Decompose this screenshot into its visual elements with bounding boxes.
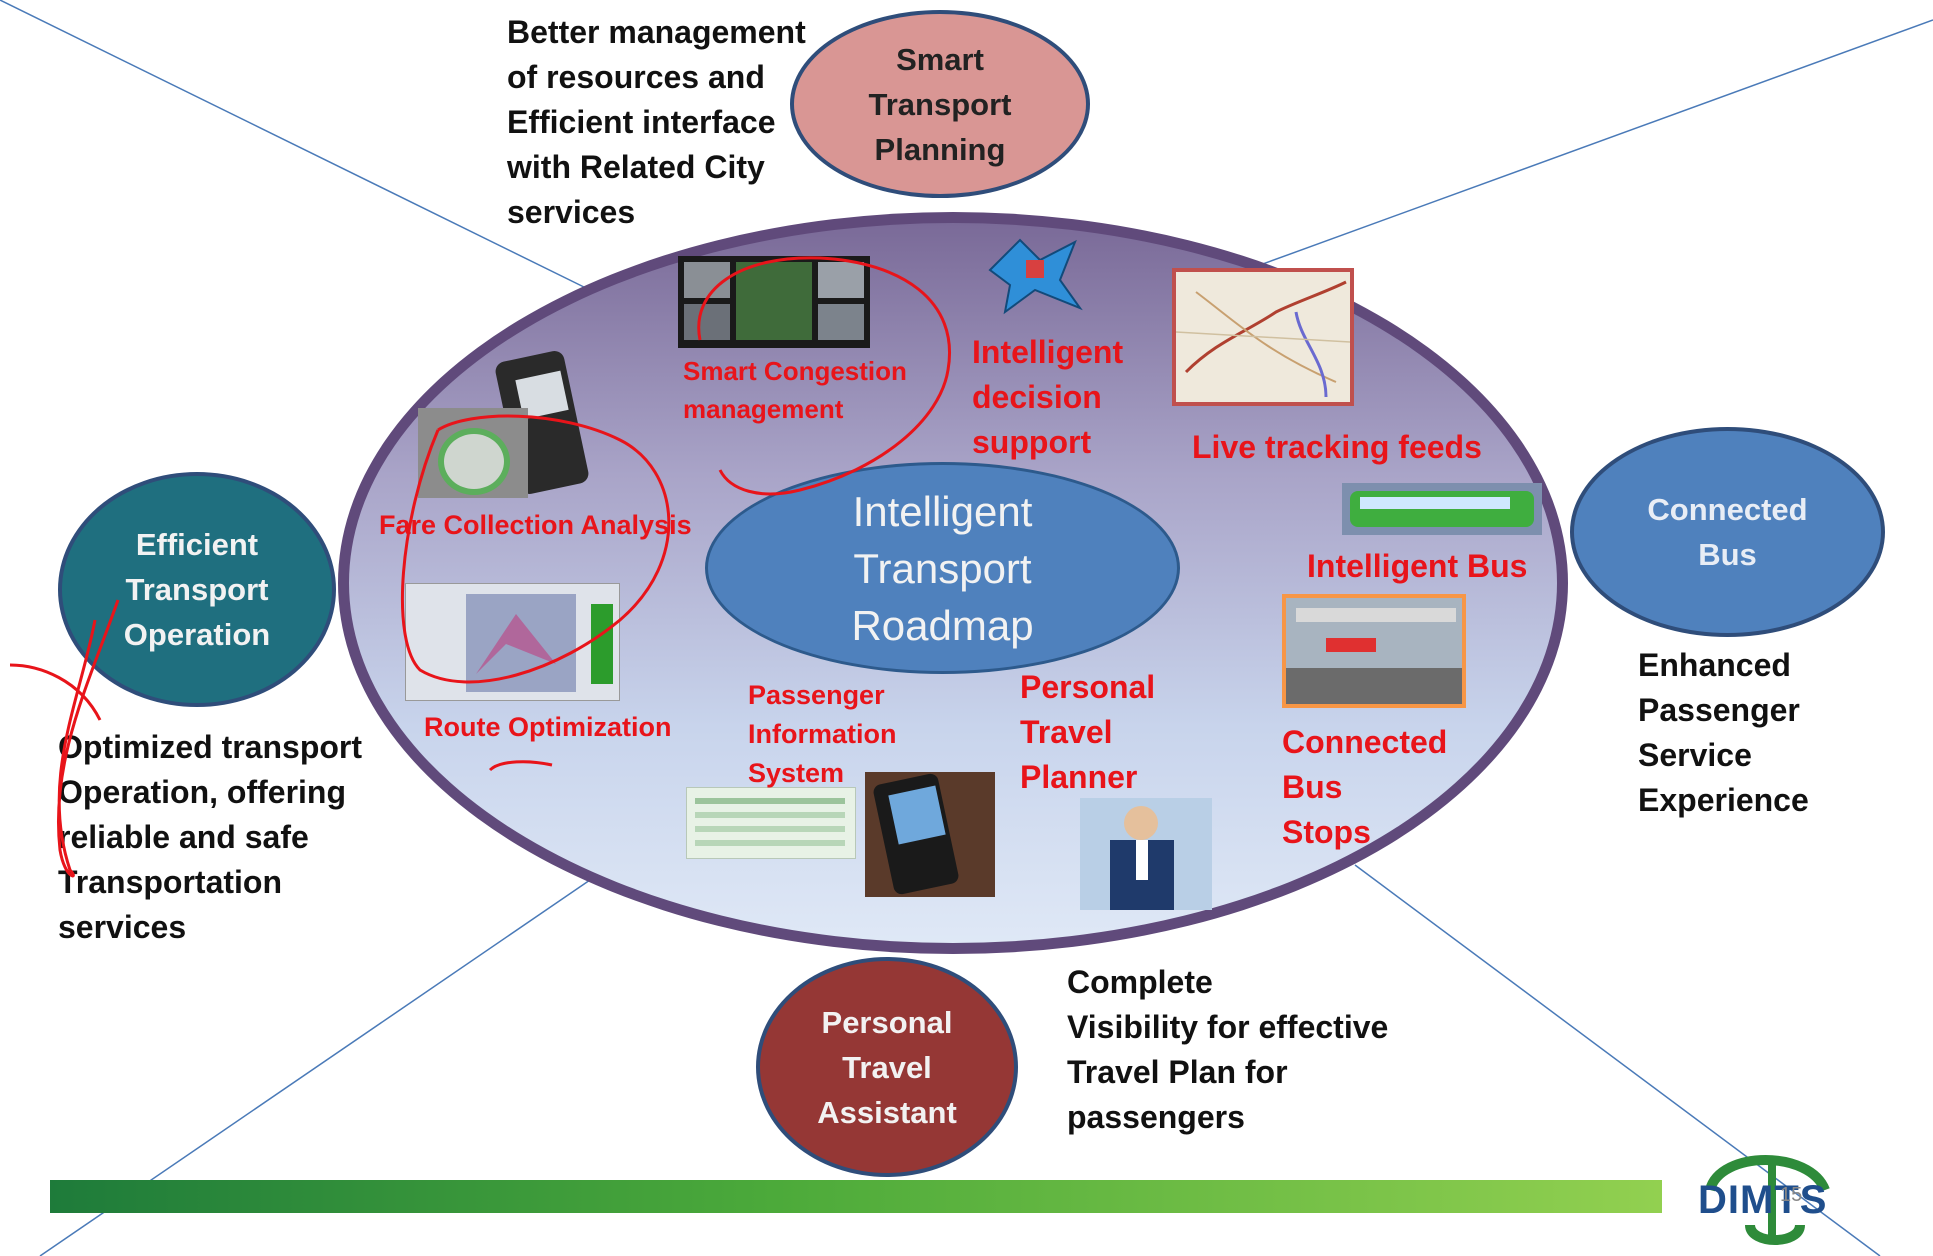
efficient-transport-operation-label: Efficient Transport Operation bbox=[123, 527, 271, 652]
connected-bus-desc: Enhanced Passenger Service Experience bbox=[1638, 647, 1809, 818]
businessman-image bbox=[1080, 798, 1212, 910]
intelligent-bus-image bbox=[1342, 483, 1542, 535]
smart-transport-planning-label: Smart Transport Planning bbox=[868, 41, 1012, 167]
dimts-logo-text: DIMTS bbox=[1698, 1178, 1828, 1222]
personal-travel-assistant-node: Personal Travel Assistant bbox=[756, 957, 1018, 1177]
smart-transport-planning-desc: Better management of resources and Effic… bbox=[507, 14, 806, 230]
connected-bus-label: Connected Bus bbox=[1647, 492, 1808, 572]
personal-travel-planner-label: Personal Travel Planner bbox=[1020, 669, 1156, 795]
personal-travel-assistant-desc: Complete Visibility for effective Travel… bbox=[1067, 964, 1389, 1135]
fare-collection-label: Fare Collection Analysis bbox=[379, 510, 692, 540]
decision-support-icon bbox=[980, 230, 1088, 318]
control-room-image bbox=[678, 256, 870, 348]
passenger-info-label: Passenger Information System bbox=[748, 680, 897, 788]
smart-card-reader-image bbox=[418, 408, 528, 498]
center-label: Intelligent Transport Roadmap bbox=[851, 487, 1034, 649]
route-optimization-label: Route Optimization bbox=[424, 712, 672, 742]
intelligent-bus-label: Intelligent Bus bbox=[1307, 548, 1528, 584]
page-number: 15 bbox=[1780, 1184, 1803, 1206]
passenger-info-screen-image bbox=[686, 787, 856, 859]
route-optimization-image bbox=[405, 583, 620, 701]
live-tracking-label: Live tracking feeds bbox=[1192, 429, 1482, 465]
mobile-phone-image bbox=[865, 772, 995, 897]
efficient-transport-operation-node: Efficient Transport Operation bbox=[58, 472, 336, 707]
smart-congestion-label: Smart Congestion management bbox=[683, 356, 907, 424]
intelligent-decision-label: Intelligent decision support bbox=[972, 334, 1124, 460]
connected-bus-node: Connected Bus bbox=[1570, 427, 1885, 637]
dimts-logo: DIMTS bbox=[1690, 1140, 1850, 1250]
center-node: Intelligent Transport Roadmap bbox=[705, 462, 1180, 674]
personal-travel-assistant-label: Personal Travel Assistant bbox=[817, 1004, 957, 1130]
footer-bar bbox=[50, 1180, 1662, 1213]
connected-bus-stops-label: Connected Bus Stops bbox=[1282, 724, 1448, 850]
efficient-transport-operation-desc: Optimized transport Operation, offering … bbox=[58, 729, 363, 945]
smart-transport-planning-node: Smart Transport Planning bbox=[790, 10, 1090, 198]
live-tracking-map-image bbox=[1172, 268, 1354, 406]
bus-stop-image bbox=[1282, 594, 1466, 708]
